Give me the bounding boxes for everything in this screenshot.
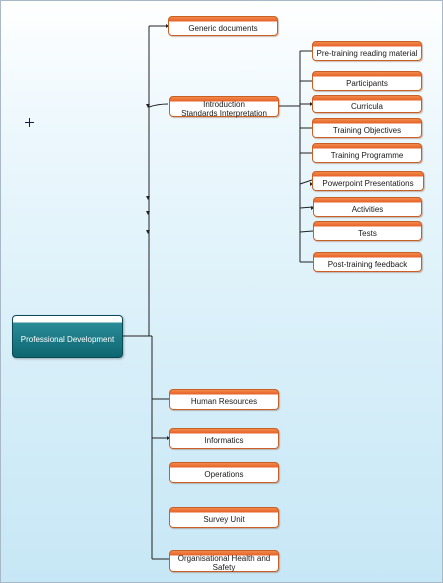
sub-node-label: Participants bbox=[346, 78, 388, 88]
sub-node-curricula[interactable]: Curricula bbox=[312, 95, 422, 113]
crosshair-icon bbox=[25, 118, 34, 127]
sub-node-post-training-feedback[interactable]: Post-training feedback bbox=[313, 252, 422, 272]
branch-node-label: Generic documents bbox=[188, 23, 258, 33]
sub-node-label: Training Objectives bbox=[332, 125, 402, 135]
arrowhead bbox=[146, 211, 150, 215]
branch-node-organisational-health-and-safety[interactable]: Organisational Health and Safety bbox=[169, 550, 279, 572]
branch-node-operations[interactable]: Operations bbox=[169, 462, 279, 483]
sub-node-participants[interactable]: Participants bbox=[312, 71, 422, 91]
sub-node-label: Training Programme bbox=[330, 150, 404, 160]
root-node-professional-development[interactable]: Professional Development bbox=[12, 315, 123, 358]
arrowhead bbox=[311, 206, 314, 210]
branch-node-human-resources[interactable]: Human Resources bbox=[169, 389, 279, 410]
sub-node-label: Tests bbox=[358, 228, 377, 238]
sub-node-training-programme[interactable]: Training Programme bbox=[312, 143, 422, 163]
sub-node-powerpoint-presentations[interactable]: Powerpoint Presentations bbox=[312, 171, 424, 191]
branch-node-label: Operations bbox=[204, 470, 244, 479]
arrowhead bbox=[167, 436, 170, 440]
branch-node-label: Survey Unit bbox=[203, 515, 245, 524]
sub-node-training-objectives[interactable]: Training Objectives bbox=[312, 118, 422, 138]
arrowhead bbox=[146, 104, 150, 108]
branch-node-label: Human Resources bbox=[190, 397, 258, 406]
sub-node-label: Pre-training reading material bbox=[316, 48, 418, 58]
sub-node-tests[interactable]: Tests bbox=[313, 221, 422, 241]
arrowhead bbox=[146, 196, 150, 200]
sub-node-activities[interactable]: Activities bbox=[313, 197, 422, 217]
sub-node-label: Activities bbox=[351, 204, 384, 214]
branch-node-introduction[interactable]: Introduction Standards Interpretation bbox=[169, 96, 279, 118]
arrowhead bbox=[310, 182, 313, 186]
sub-node-label: Powerpoint Presentations bbox=[322, 178, 414, 188]
arrowhead bbox=[310, 102, 313, 106]
connector-introduction bbox=[148, 103, 169, 108]
branch-node-informatics[interactable]: Informatics bbox=[169, 428, 279, 449]
arrowhead bbox=[146, 230, 150, 234]
sub-node-pre-training-reading-material[interactable]: Pre-training reading material bbox=[312, 41, 422, 61]
branch-node-label: Informatics bbox=[204, 436, 244, 445]
sub-node-label: Curricula bbox=[350, 101, 383, 111]
branch-node-generic-documents[interactable]: Generic documents bbox=[168, 16, 278, 36]
sub-node-label: Post-training feedback bbox=[327, 259, 408, 269]
branch-node-label: Introduction Standards Interpretation bbox=[181, 99, 267, 118]
root-node-label: Professional Development bbox=[20, 335, 115, 344]
branch-node-label: Organisational Health and Safety bbox=[177, 554, 271, 572]
arrowhead bbox=[166, 24, 169, 28]
branch-node-survey-unit[interactable]: Survey Unit bbox=[169, 507, 279, 528]
